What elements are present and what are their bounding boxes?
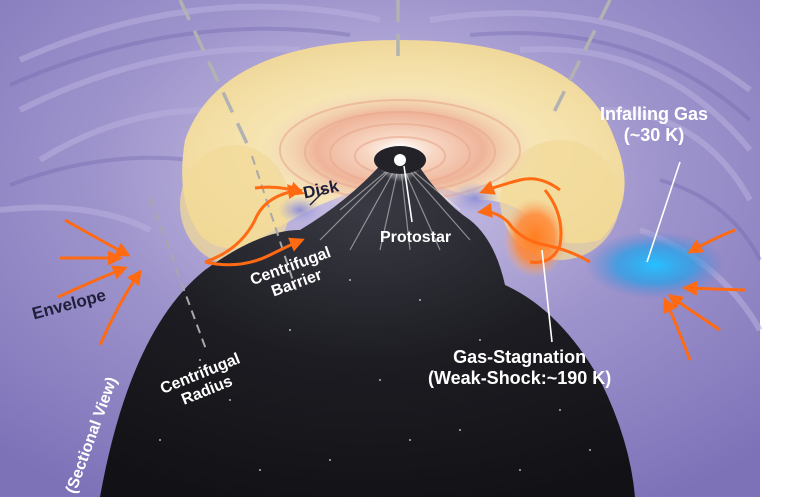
infalling-gas-label: Infalling Gas (~30 K) [600, 104, 708, 145]
protostar [394, 154, 406, 166]
infalling-gas-label-line2: (~30 K) [623, 124, 685, 145]
background-stars [159, 279, 591, 471]
flow-arrows-right [477, 177, 746, 361]
outflow-cone-lines [178, 0, 612, 151]
envelope-swirls [0, 3, 763, 332]
gas-stagnation-label-line1: Gas-Stagnation [453, 347, 587, 367]
outflow-cavity [100, 160, 635, 497]
protostar-label: Protostar [380, 229, 452, 246]
infalling-gas-label-line1: Infalling Gas [600, 104, 709, 124]
gas-stagnation-label-line2: (Weak-Shock:~190 K) [428, 367, 612, 388]
flow-arrows-left [57, 181, 305, 346]
centrifugal-markers [149, 155, 297, 353]
gas-stagnation-label: Gas-Stagnation (Weak-Shock:~190 K) [428, 347, 611, 388]
pointer-lines [403, 161, 681, 343]
